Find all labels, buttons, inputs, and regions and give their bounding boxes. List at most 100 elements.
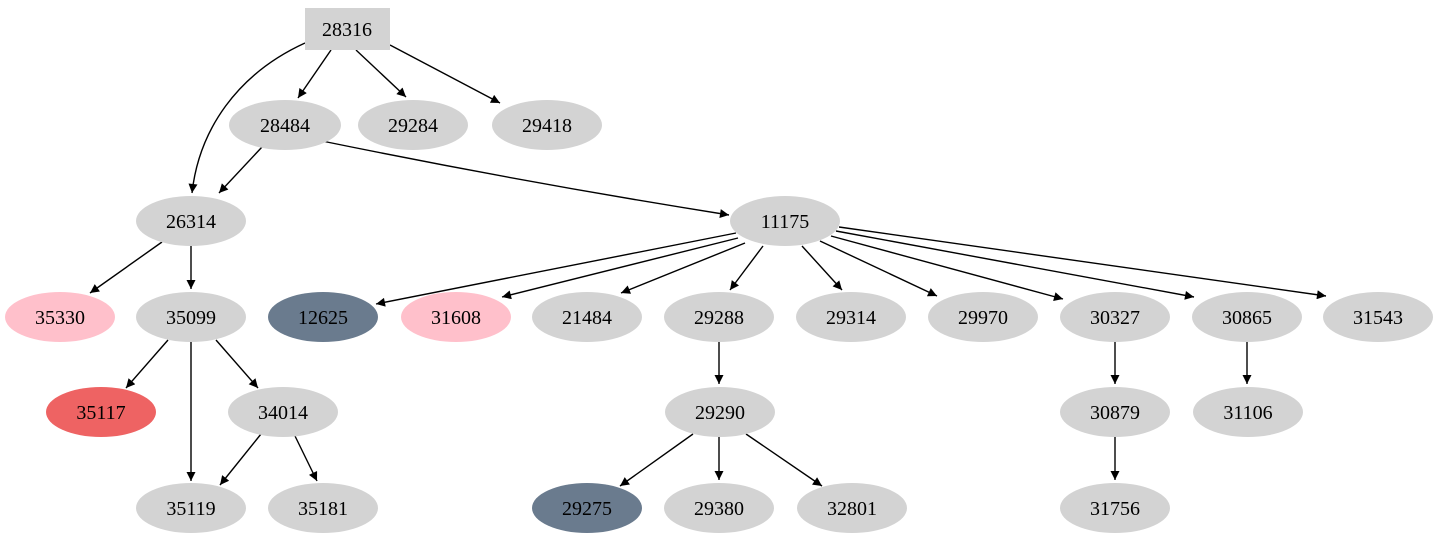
edge-26314-35330 xyxy=(89,241,163,294)
node-29970: 29970 xyxy=(928,292,1038,342)
node-35099: 35099 xyxy=(136,292,246,342)
node-29380-shape xyxy=(664,483,774,533)
node-26314-label: 26314 xyxy=(166,211,216,233)
node-31756-shape xyxy=(1060,483,1170,533)
node-29284-label: 29284 xyxy=(388,115,438,137)
edge-11175-30327 xyxy=(830,235,1064,301)
edge-11175-12625 xyxy=(375,232,737,307)
node-11175-shape xyxy=(730,196,840,246)
node-30865-label: 30865 xyxy=(1222,307,1272,329)
node-29290-shape xyxy=(665,387,775,437)
edge-11175-21484 xyxy=(620,242,746,294)
edge-35099-34014 xyxy=(215,339,259,389)
node-30865: 30865 xyxy=(1192,292,1302,342)
node-29314-shape xyxy=(796,292,906,342)
node-35330: 35330 xyxy=(5,292,115,342)
node-26314: 26314 xyxy=(136,196,246,246)
node-34014-label: 34014 xyxy=(258,402,308,424)
node-31756-label: 31756 xyxy=(1090,498,1140,520)
node-31543-label: 31543 xyxy=(1353,307,1403,329)
node-29418: 29418 xyxy=(492,100,602,150)
node-28484-label: 28484 xyxy=(260,115,310,137)
node-29970-label: 29970 xyxy=(958,307,1008,329)
node-30865-shape xyxy=(1192,292,1302,342)
node-31608-label: 31608 xyxy=(431,307,481,329)
node-29290-label: 29290 xyxy=(695,402,745,424)
node-29314-label: 29314 xyxy=(826,307,876,329)
edge-28484-26314 xyxy=(218,146,263,194)
node-31608: 31608 xyxy=(401,292,511,342)
node-29418-label: 29418 xyxy=(522,115,572,137)
edge-28316-28484 xyxy=(297,49,332,99)
node-26314-shape xyxy=(136,196,246,246)
node-30879-label: 30879 xyxy=(1090,402,1140,424)
node-28316: 28316 xyxy=(305,8,390,50)
node-29288-label: 29288 xyxy=(694,307,744,329)
nodes-layer: 28316 28484 29284 29418 26314 11175 3533… xyxy=(5,8,1433,533)
edge-11175-29314 xyxy=(801,245,843,291)
edge-35099-35117 xyxy=(125,339,169,389)
node-12625-shape xyxy=(268,292,378,342)
edge-29290-32801 xyxy=(745,433,823,487)
node-35117-label: 35117 xyxy=(76,402,125,424)
node-29970-shape xyxy=(928,292,1038,342)
node-35119: 35119 xyxy=(136,483,246,533)
node-28316-shape xyxy=(305,8,390,50)
node-31756: 31756 xyxy=(1060,483,1170,533)
node-34014-shape xyxy=(228,387,338,437)
node-29418-shape xyxy=(492,100,602,150)
node-35330-label: 35330 xyxy=(35,307,85,329)
node-35119-label: 35119 xyxy=(166,498,215,520)
edge-28484-11175 xyxy=(321,140,730,219)
node-30879: 30879 xyxy=(1060,387,1170,437)
node-29284: 29284 xyxy=(358,100,468,150)
node-35099-label: 35099 xyxy=(166,307,216,329)
node-35181-label: 35181 xyxy=(298,498,348,520)
node-31106-shape xyxy=(1193,387,1303,437)
node-35117: 35117 xyxy=(46,387,156,437)
node-30327: 30327 xyxy=(1060,292,1170,342)
node-29275-label: 29275 xyxy=(562,498,612,520)
node-30879-shape xyxy=(1060,387,1170,437)
node-31106-label: 31106 xyxy=(1223,402,1272,424)
node-29288-shape xyxy=(664,292,774,342)
node-21484-label: 21484 xyxy=(562,307,612,329)
node-29275: 29275 xyxy=(532,483,642,533)
node-29314: 29314 xyxy=(796,292,906,342)
edge-11175-29288 xyxy=(729,245,764,291)
edge-28316-29418 xyxy=(389,44,501,104)
node-35181: 35181 xyxy=(268,483,378,533)
node-32801: 32801 xyxy=(797,483,907,533)
edge-11175-31608 xyxy=(501,237,739,300)
node-30327-shape xyxy=(1060,292,1170,342)
edge-34014-35181 xyxy=(294,435,318,482)
node-35119-shape xyxy=(136,483,246,533)
edge-29290-29275 xyxy=(619,433,694,487)
node-35181-shape xyxy=(268,483,378,533)
node-30327-label: 30327 xyxy=(1090,307,1140,329)
node-35330-shape xyxy=(5,292,115,342)
node-29380: 29380 xyxy=(664,483,774,533)
node-28316-label: 28316 xyxy=(322,19,372,41)
node-11175-label: 11175 xyxy=(761,211,810,233)
edges-layer xyxy=(89,42,1327,487)
node-12625: 12625 xyxy=(268,292,378,342)
edge-34014-35119 xyxy=(219,433,262,486)
node-31106: 31106 xyxy=(1193,387,1303,437)
node-31543-shape xyxy=(1323,292,1433,342)
node-32801-shape xyxy=(797,483,907,533)
node-29380-label: 29380 xyxy=(694,498,744,520)
node-12625-label: 12625 xyxy=(298,307,348,329)
edge-11175-31543 xyxy=(838,226,1327,300)
node-28484-shape xyxy=(229,100,341,150)
node-11175: 11175 xyxy=(730,196,840,246)
edge-11175-30865 xyxy=(835,230,1195,300)
node-32801-label: 32801 xyxy=(827,498,877,520)
node-31543: 31543 xyxy=(1323,292,1433,342)
node-29275-shape xyxy=(532,483,642,533)
node-29288: 29288 xyxy=(664,292,774,342)
node-29284-shape xyxy=(358,100,468,150)
edge-11175-29970 xyxy=(819,240,938,297)
